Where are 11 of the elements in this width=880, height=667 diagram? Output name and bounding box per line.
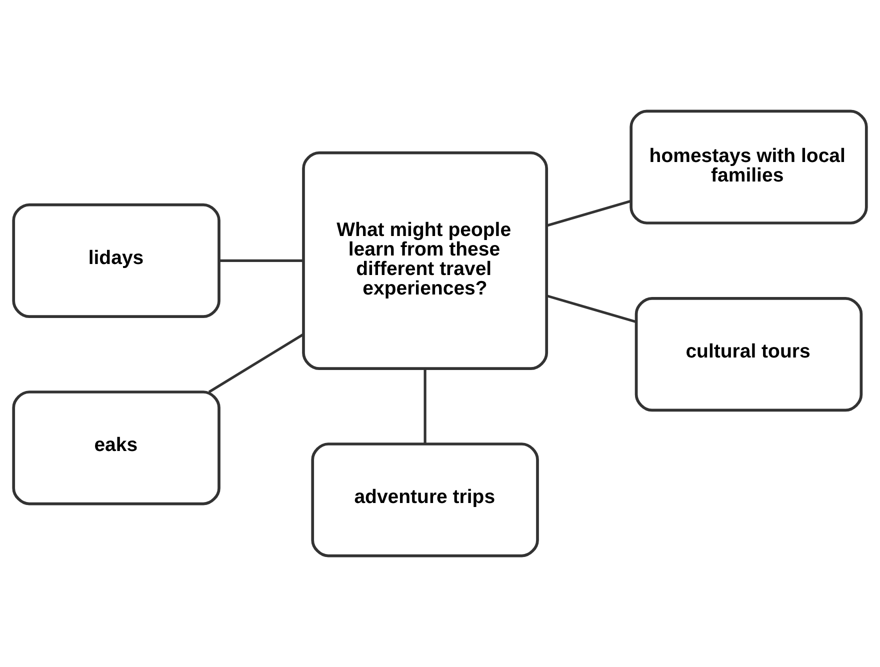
node-box: What might people learn from these different travel experiences?: [302, 151, 548, 370]
node-box: eaks: [12, 390, 220, 506]
connector: [546, 294, 636, 323]
node-box: lidays: [12, 203, 220, 318]
connector: [219, 259, 304, 262]
connector: [208, 333, 304, 394]
connector: [546, 200, 632, 227]
connector: [424, 368, 426, 444]
node-box: cultural tours: [634, 296, 863, 412]
node-box: adventure trips: [311, 442, 539, 558]
node-box: homestays with local families: [630, 110, 868, 224]
